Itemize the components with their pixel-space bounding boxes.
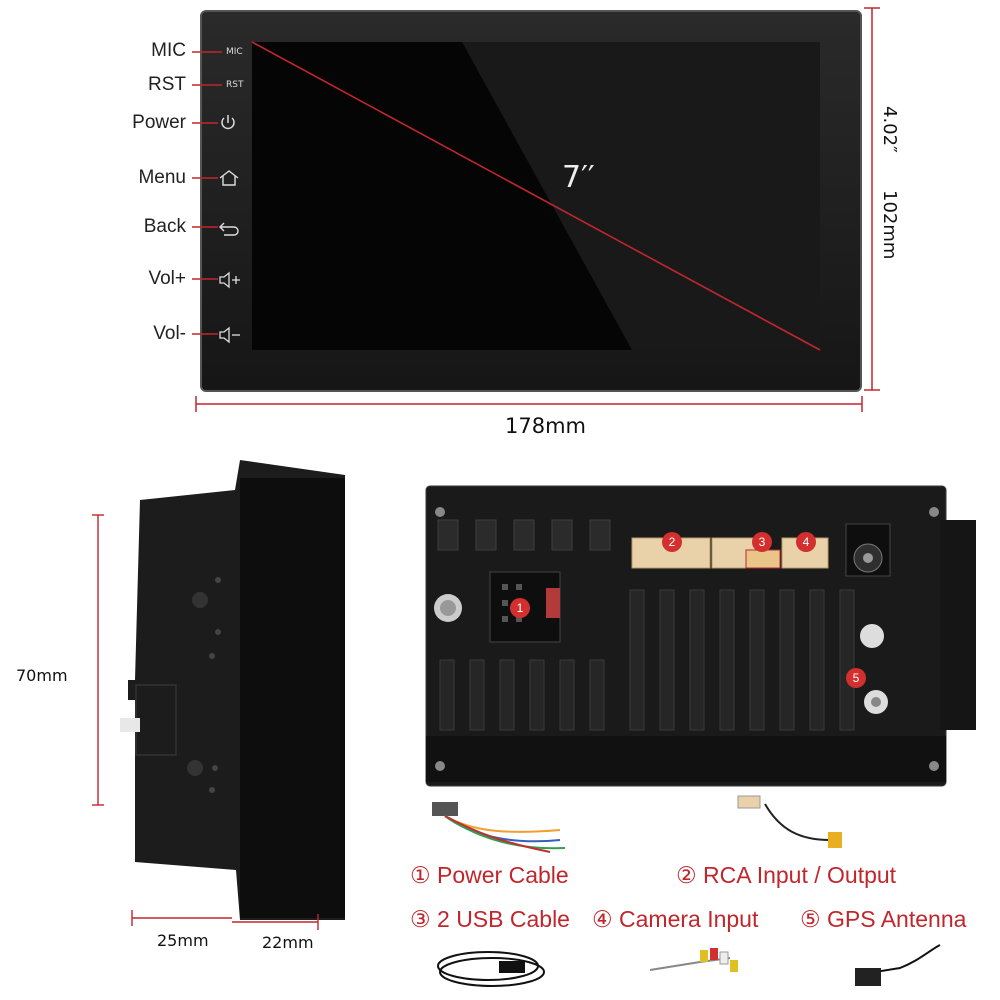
rca-cable-image	[737, 795, 842, 848]
height-mm-label: 102mm	[879, 190, 900, 260]
side-height-label: 70mm	[16, 666, 68, 685]
label-vol-up: Vol+	[148, 268, 186, 289]
label-back: Back	[143, 216, 186, 237]
depth-front-label: 22mm	[262, 933, 314, 952]
label-vol-down: Vol-	[153, 323, 186, 344]
height-inch-label: 4.02″	[879, 106, 900, 153]
legend-rca: ② RCA Input / Output	[676, 862, 897, 888]
screen-size-label: 7′′	[562, 160, 595, 195]
power-cable-image	[432, 802, 566, 853]
rst-hole: RST	[226, 80, 244, 90]
side-view: 70mm 25mm 22mm	[0, 450, 360, 1000]
camera-cable-image	[649, 948, 738, 972]
back-panel-drawing	[425, 485, 976, 787]
width-dimension-line	[195, 7, 880, 412]
legend-usb: ③ 2 USB Cable	[410, 906, 570, 932]
port-badge-3: 3	[752, 532, 772, 552]
label-rst: RST	[148, 74, 186, 95]
usb-cable-image	[437, 951, 545, 987]
port-badge-4: 4	[796, 532, 816, 552]
button-leader-lines	[192, 51, 222, 335]
legend-power-cable: ① Power Cable	[410, 862, 569, 888]
screen-diagonal-line	[251, 41, 821, 351]
power-icon[interactable]	[218, 113, 238, 133]
label-mic: MIC	[151, 40, 186, 61]
accessory-images	[432, 795, 941, 987]
port-badge-5: 5	[846, 668, 866, 688]
volume-down-icon[interactable]	[218, 325, 242, 345]
port-badge-2: 2	[662, 532, 682, 552]
label-menu: Menu	[138, 167, 186, 188]
gps-antenna-image	[855, 944, 941, 986]
home-icon[interactable]	[218, 168, 240, 188]
back-icon[interactable]	[218, 218, 240, 238]
side-profile-drawing	[92, 460, 345, 930]
front-view: 7′′ MIC RST Power Menu Back Vol+ Vol- MI…	[0, 0, 1000, 450]
back-view: 1 2 3 4 5	[420, 480, 980, 800]
legend-camera: ④ Camera Input	[592, 906, 759, 932]
volume-up-icon[interactable]	[218, 270, 242, 290]
port-badge-1: 1	[510, 598, 530, 618]
mic-hole: MIC	[226, 47, 243, 57]
width-label: 178mm	[505, 414, 586, 438]
label-power: Power	[132, 112, 186, 133]
depth-rear-label: 25mm	[157, 931, 209, 950]
legend-gps: ⑤ GPS Antenna	[800, 906, 967, 932]
screen-glare	[462, 42, 820, 350]
